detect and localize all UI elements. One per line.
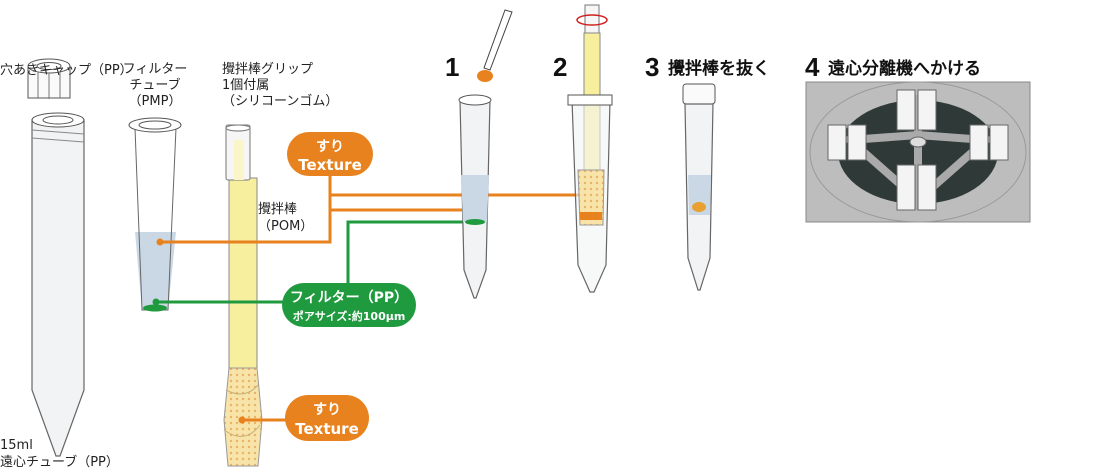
step-1-illustration [458,9,513,299]
grip-label-3: （シリコーンゴム） [222,93,338,109]
centrifuge-tube-label: 遠心チューブ（PP） [0,454,119,470]
step-2-number: 2 [553,52,567,82]
rotate-icon [576,14,608,26]
filter-tube-label-3: （PMP） [129,94,182,109]
grip-label-1: 攪拌棒グリップ [222,62,313,77]
filter-tube-label-2: チューブ [129,77,180,93]
perforated-cap [27,58,71,99]
step-3-number: 3 [645,52,659,82]
svg-text:すり: すり [316,139,344,155]
svg-text:Texture: Texture [298,156,362,174]
step-3-text: 攪拌棒を抜く [668,58,770,79]
step-4-text: 遠心分離機へかける [828,58,981,79]
step-4-number: 4 [805,52,820,82]
svg-text:フィルター（PP）: フィルター（PP） [290,290,408,306]
step-3-illustration [682,83,716,291]
centrifuge-tube [31,112,85,457]
connector-lines [156,175,585,422]
rod-label-1: 攪拌棒 [258,202,297,217]
step-1-number: 1 [445,52,459,82]
cap-label: 穴あきキャップ（PP） [0,63,133,78]
step-2-illustration [567,4,613,293]
centrifuge-illustration [805,81,1031,223]
svg-text:Texture: Texture [295,420,359,438]
grip-label-2: 1個付属 [222,78,269,93]
texture-badge-top: すり Texture [287,132,373,176]
tube-volume-label: 15ml [0,438,33,453]
texture-badge-bottom: すり Texture [285,395,369,441]
stirring-rod [223,124,263,467]
svg-text:すり: すり [313,402,341,418]
filter-tube-label-1: フィルター [123,62,188,77]
svg-text:ポアサイズ:約100μm: ポアサイズ:約100μm [293,309,406,323]
filter-tube [128,117,182,312]
rod-label-2: （POM） [258,219,313,234]
filter-badge: フィルター（PP） ポアサイズ:約100μm [282,283,416,327]
